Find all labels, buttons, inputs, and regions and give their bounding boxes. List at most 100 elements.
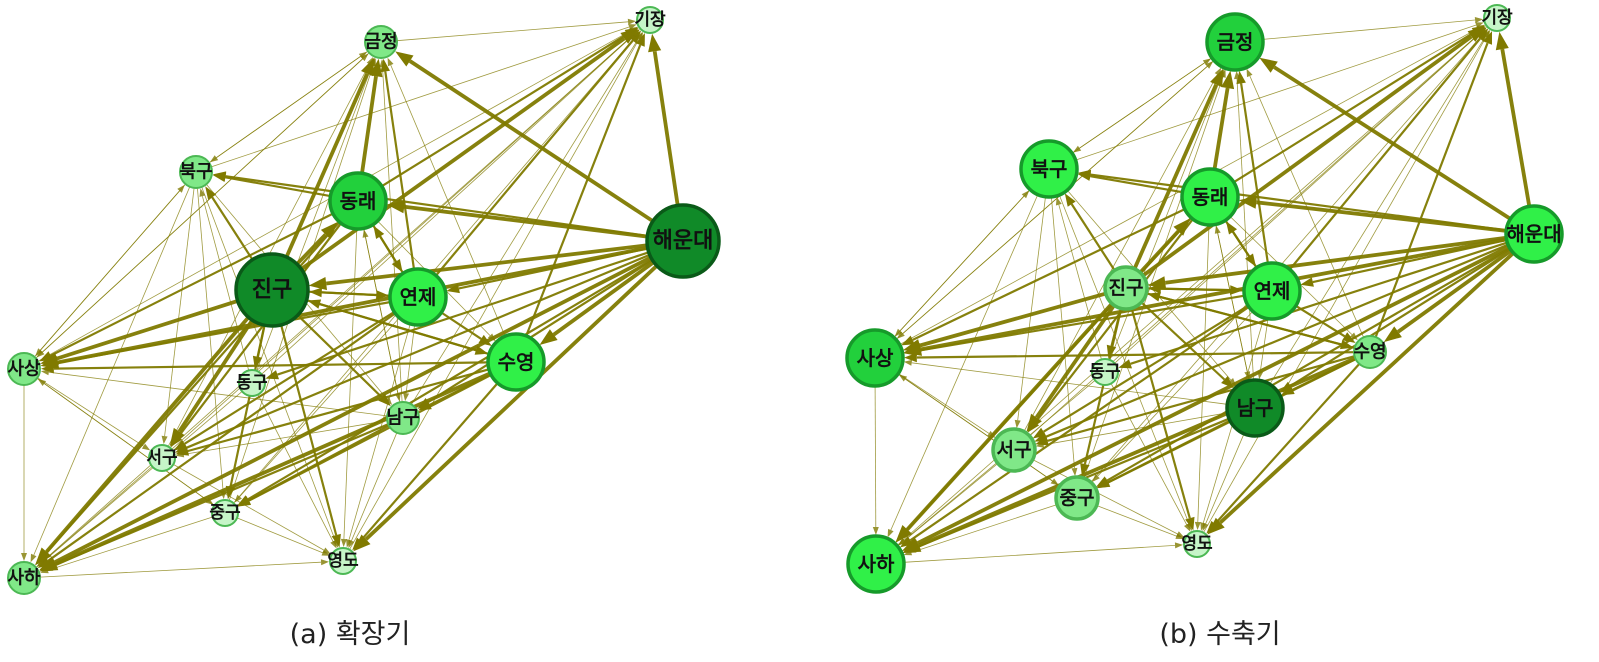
edge-jingu-to-sasang bbox=[919, 291, 1107, 348]
arrowhead-sasang-to-saha bbox=[21, 553, 27, 561]
arrowhead-jingu-to-dongnae bbox=[320, 221, 338, 240]
edge-bukgu-to-yeongdo bbox=[1058, 194, 1190, 524]
edge-namgu-to-dongnae bbox=[1217, 233, 1250, 381]
edge-bukgu-to-junggu bbox=[1051, 196, 1075, 469]
node-circle-bukgu bbox=[1019, 139, 1079, 199]
edge-suyeong-to-jingu bbox=[1159, 295, 1355, 349]
arrowhead-yeonje-to-seogu bbox=[1032, 427, 1047, 439]
edge-jingu-to-gijang bbox=[300, 36, 626, 271]
arrowhead-sasang-to-gijang bbox=[1476, 24, 1485, 32]
edge-jingu-to-bukgu bbox=[211, 196, 254, 261]
node-label-namgu: 남구 bbox=[1237, 396, 1274, 420]
node-circle-yeonje bbox=[388, 267, 448, 327]
arrowhead-bukgu-to-namgu bbox=[1228, 378, 1237, 386]
arrowhead-haeundae-to-donggu bbox=[265, 370, 279, 380]
edge-dongnae-to-gijang bbox=[1233, 31, 1475, 184]
arrowhead-donggu-to-yeongdo bbox=[330, 540, 337, 549]
node-label-haeundae: 해운대 bbox=[653, 229, 714, 254]
node-gijang: 기장 bbox=[634, 6, 666, 34]
edge-suyeong-to-seogu bbox=[1047, 355, 1355, 442]
edge-junggu-to-sasang bbox=[905, 378, 1060, 487]
edge-geumjeong-to-gijang bbox=[1262, 19, 1476, 40]
arrowhead-haeundae-to-jingu bbox=[1147, 276, 1167, 290]
edge-yeonje-to-saha bbox=[909, 305, 1250, 542]
arrowhead-donggu-to-bukgu bbox=[199, 188, 206, 197]
edge-haeundae-to-suyeong bbox=[552, 260, 655, 337]
node-label-yeongdo: 영도 bbox=[327, 551, 359, 571]
arrowhead-namgu-to-geumjeong bbox=[379, 59, 386, 68]
node-label-junggu: 중구 bbox=[1060, 487, 1095, 509]
edge-yeonje-to-dongnae bbox=[379, 235, 405, 274]
arrowhead-suyeong-to-geumjeong bbox=[387, 57, 394, 67]
edge-namgu-to-yeongdo bbox=[351, 432, 398, 541]
node-seogu: 서구 bbox=[991, 427, 1037, 473]
arrowhead-jingu-to-bukgu bbox=[1064, 193, 1076, 207]
edge-dongnae-to-seogu bbox=[177, 222, 342, 438]
node-label-dongnae: 동래 bbox=[340, 189, 377, 213]
node-namgu: 남구 bbox=[386, 401, 420, 435]
edge-namgu-to-junggu bbox=[1107, 419, 1231, 484]
arrowhead-yeonje-to-jingu bbox=[1148, 283, 1161, 294]
arrowhead-bukgu-to-seogu bbox=[1014, 419, 1021, 429]
edge-namgu-to-saha bbox=[51, 423, 389, 568]
node-saha: 사하 bbox=[846, 534, 906, 594]
arrowhead-suyeong-to-namgu bbox=[1281, 385, 1295, 396]
edge-namgu-to-junggu bbox=[248, 424, 390, 502]
edge-suyeong-to-saha bbox=[54, 371, 492, 566]
node-label-seogu: 서구 bbox=[997, 439, 1032, 461]
arrowhead-saha-to-yeongdo bbox=[1174, 542, 1183, 549]
edge-jingu-to-sasang bbox=[56, 299, 239, 361]
edge-haeundae-to-gijang bbox=[652, 51, 680, 206]
node-label-bukgu: 북구 bbox=[1031, 157, 1068, 181]
arrowhead-yeonje-to-seogu bbox=[173, 439, 188, 451]
edge-jingu-to-junggu bbox=[229, 324, 266, 488]
node-jingu: 진구 bbox=[234, 252, 310, 328]
node-circle-haeundae bbox=[1504, 204, 1564, 264]
arrowhead-namgu-to-sasang bbox=[903, 359, 913, 366]
edge-junggu-to-saha bbox=[47, 516, 213, 571]
edge-donggu-to-gijang bbox=[261, 34, 634, 375]
edge-haeundae-to-seogu bbox=[1045, 243, 1509, 438]
node-label-jingu: 진구 bbox=[1109, 277, 1144, 299]
edge-dongnae-to-bukgu bbox=[225, 176, 331, 198]
node-seogu: 서구 bbox=[146, 444, 178, 472]
edge-donggu-to-yeongdo bbox=[1110, 383, 1187, 525]
node-label-junggu: 중구 bbox=[209, 503, 241, 523]
node-label-yeongdo: 영도 bbox=[1181, 534, 1213, 554]
edge-sasang-to-seogu bbox=[37, 377, 144, 447]
node-label-dongnae: 동래 bbox=[1192, 185, 1229, 209]
arrowhead-namgu-to-junggu bbox=[237, 496, 251, 507]
edge-yeonje-to-namgu bbox=[1259, 318, 1269, 372]
edge-jingu-to-yeongdo bbox=[280, 324, 338, 536]
edge-suyeong-to-saha bbox=[918, 356, 1357, 548]
arrowhead-sasang-to-seogu bbox=[141, 443, 151, 451]
arrowhead-yeonje-to-jingu bbox=[309, 287, 322, 298]
arrowhead-geumjeong-to-bukgu bbox=[209, 155, 219, 163]
arrowhead-jingu-to-bukgu bbox=[205, 186, 217, 200]
edge-sasang-to-bukgu bbox=[34, 190, 180, 358]
arrowhead-junggu-to-sasang bbox=[37, 378, 47, 386]
arrowhead-saha-to-yeongdo bbox=[320, 559, 329, 566]
arrowhead-namgu-to-seogu bbox=[175, 451, 185, 458]
edge-haeundae-to-geumjeong bbox=[1273, 65, 1512, 221]
edge-namgu-to-sasang bbox=[911, 362, 1228, 405]
arrowhead-sasang-to-gijang bbox=[629, 26, 638, 34]
edge-namgu-to-geumjeong bbox=[382, 66, 403, 403]
arrowhead-yeonje-to-junggu bbox=[1092, 474, 1100, 482]
node-circle-suyeong bbox=[1353, 335, 1387, 369]
arrowhead-dongnae-to-gijang bbox=[1471, 25, 1486, 37]
edge-dongnae-to-sasang bbox=[50, 212, 334, 357]
arrowhead-haeundae-to-geumjeong bbox=[395, 51, 414, 67]
edge-seogu-to-yeongdo bbox=[1032, 459, 1178, 535]
arrowhead-dongnae-to-geumjeong bbox=[1221, 70, 1235, 90]
arrowhead-yeonje-to-sasang bbox=[903, 346, 917, 356]
arrowhead-bukgu-to-junggu bbox=[220, 490, 227, 500]
edge-dongnae-to-geumjeong bbox=[360, 75, 378, 174]
edge-namgu-to-geumjeong bbox=[1236, 78, 1254, 381]
arrowhead-dongnae-to-yeongdo bbox=[1194, 521, 1201, 530]
node-suyeong: 수영 bbox=[486, 332, 546, 392]
arrowhead-junggu-to-saha bbox=[40, 567, 49, 574]
edge-haeundae-to-dongnae bbox=[404, 204, 648, 239]
node-circle-saha bbox=[7, 561, 41, 595]
arrowhead-namgu-to-seogu bbox=[1035, 441, 1045, 448]
